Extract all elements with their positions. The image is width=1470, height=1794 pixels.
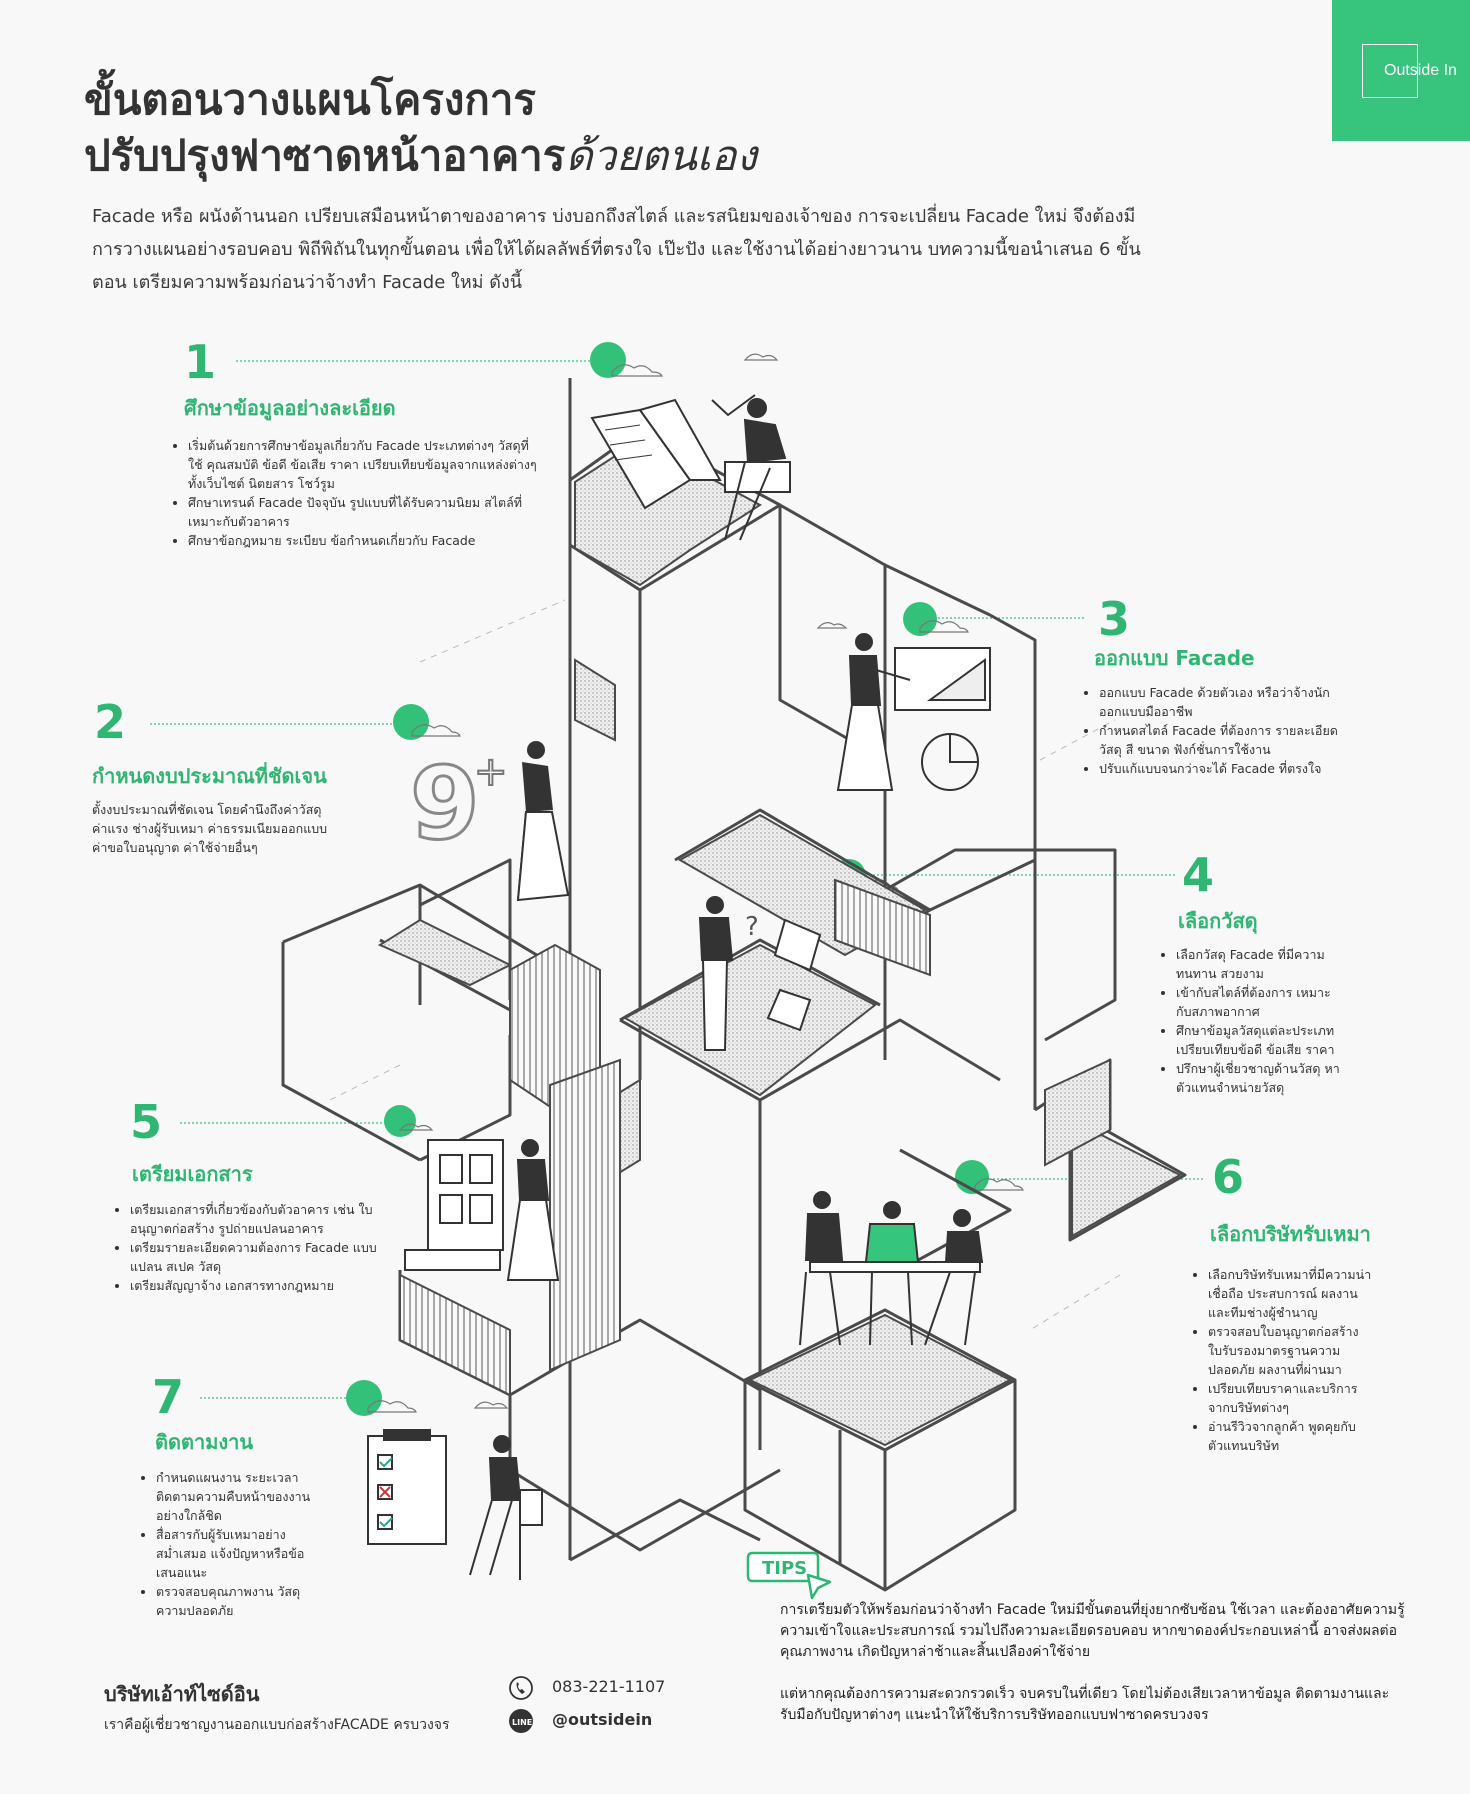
company-name: บริษัทเอ้าท์ไซด์อิน <box>104 1682 260 1706</box>
step-6-title: เลือกบริษัทรับเหมา <box>1210 1222 1371 1246</box>
step-7-bullet: ตรวจสอบคุณภาพงาน วัสดุ ความปลอดภัย <box>156 1582 316 1620</box>
step-3-bullet: ปรับแก้แบบจนกว่าจะได้ Facade ที่ตรงใจ <box>1099 759 1349 778</box>
tips-label: TIPS <box>762 1558 807 1579</box>
step-6-bullet: ตรวจสอบใบอนุญาตก่อสร้าง ใบรับรองมาตรฐานค… <box>1208 1322 1378 1379</box>
step-5-bullet: เตรียมเอกสารที่เกี่ยวข้องกับตัวอาคาร เช่… <box>130 1200 380 1238</box>
budget-number-glyph: 9 <box>410 745 480 862</box>
plus-sign-glyph: + <box>474 749 508 795</box>
tips-section: การเตรียมตัวให้พร้อมก่อนว่าจ้างทำ Facade… <box>780 1600 1420 1747</box>
step-4-bullet: เลือกวัสดุ Facade ที่มีความทนทาน สวยงาม <box>1176 945 1346 983</box>
step-3-bullet: กำหนดสไตล์ Facade ที่ต้องการ รายละเอียด … <box>1099 721 1349 759</box>
company-tagline: เราคือผู้เชี่ยวชาญงานออกแบบก่อสร้างFACAD… <box>104 1717 450 1733</box>
title-line-1: ขั้นตอนวางแผนโครงการ <box>84 75 536 124</box>
step-7-title: ติดตามงาน <box>155 1430 254 1454</box>
step-1-bullet: เริ่มต้นด้วยการศึกษาข้อมูลเกี่ยวกับ Faca… <box>188 436 538 493</box>
tips-paragraph-2: แต่หากคุณต้องการความสะดวกรวดเร็ว จบครบใน… <box>780 1686 1390 1723</box>
step-1-bullet: ศึกษาข้อกฎหมาย ระเบียบ ข้อกำหนดเกี่ยวกับ… <box>188 531 538 550</box>
step-4-bullet: ศึกษาข้อมูลวัสดุแต่ละประเภท เปรียบเทียบข… <box>1176 1021 1346 1059</box>
brand-logo-block[interactable]: Outside In <box>1332 0 1470 141</box>
presenter-illustration <box>836 633 991 791</box>
page-title: ขั้นตอนวางแผนโครงการ ปรับปรุงฟาซาดหน้าอา… <box>84 72 757 184</box>
step-4-bullet: เข้ากับสไตล์ที่ต้องการ เหมาะกับสภาพอากาศ <box>1176 983 1346 1021</box>
budget-illustration: 9 + <box>409 741 570 902</box>
step-3-bullets: ออกแบบ Facade ด้วยตัวเอง หรือว่าจ้างนักอ… <box>1083 683 1349 778</box>
step-1-bullets: เริ่มต้นด้วยการศึกษาข้อมูลเกี่ยวกับ Faca… <box>172 436 538 550</box>
step-7-bullet: สื่อสารกับผู้รับเหมาอย่างสม่ำเสมอ แจ้งปั… <box>156 1525 316 1582</box>
step-6-bullets: เลือกบริษัทรับเหมาที่มีความน่าเชื่อถือ ป… <box>1192 1265 1378 1455</box>
step-5-bullet: เตรียมรายละเอียดความต้องการ Facade แบบแป… <box>130 1238 380 1276</box>
step-4-bullet: ปรึกษาผู้เชี่ยวชาญด้านวัสดุ หาตัวแทนจำหน… <box>1176 1059 1346 1097</box>
title-line-2: ปรับปรุงฟาซาดหน้าอาคารด้วยตนเอง <box>84 128 757 184</box>
step-5-title: เตรียมเอกสาร <box>132 1162 253 1186</box>
brand-name: Outside In <box>1384 62 1457 79</box>
tips-badge: TIPS <box>746 1551 832 1600</box>
step-2-number: 2 <box>94 695 127 749</box>
step-1-bullet: ศึกษาเทรนด์ Facade ปัจจุบัน รูปแบบที่ได้… <box>188 493 538 531</box>
tips-paragraph-1: การเตรียมตัวให้พร้อมก่อนว่าจ้างทำ Facade… <box>780 1602 1405 1660</box>
question-mark-glyph: ? <box>745 912 759 942</box>
perspective-guides <box>329 599 1121 1331</box>
title-line-2-bold: ปรับปรุงฟาซาดหน้าอาคาร <box>84 131 566 180</box>
documents-illustration <box>404 1139 560 1281</box>
phone-icon <box>509 1676 533 1700</box>
step-5-bullet: เตรียมสัญญาจ้าง เอกสารทางกฎหมาย <box>130 1276 380 1295</box>
checklist-illustration <box>367 1429 543 1580</box>
step-6-bullet: เลือกบริษัทรับเหมาที่มีความน่าเชื่อถือ ป… <box>1208 1265 1378 1322</box>
intro-paragraph: Facade หรือ ผนังด้านนอก เปรียบเสมือนหน้า… <box>92 206 1141 293</box>
step-5-bullets: เตรียมเอกสารที่เกี่ยวข้องกับตัวอาคาร เช่… <box>114 1200 380 1295</box>
line-id[interactable]: @outsidein <box>552 1710 653 1729</box>
step-6-bullet: เปรียบเทียบราคาและบริการจากบริษัทต่างๆ <box>1208 1379 1378 1417</box>
step-2-title: กำหนดงบประมาณที่ชัดเจน <box>92 764 327 788</box>
step-3-title: ออกแบบ Facade <box>1094 646 1255 670</box>
step-1-number: 1 <box>184 335 217 389</box>
team-meeting-illustration <box>799 1191 984 1346</box>
step-6-bullet: อ่านรีวิวจากลูกค้า พูดคุยกับตัวแทนบริษัท <box>1208 1417 1378 1455</box>
step-3-bullet: ออกแบบ Facade ด้วยตัวเอง หรือว่าจ้างนักอ… <box>1099 683 1349 721</box>
step-6-number: 6 <box>1212 1150 1245 1204</box>
step-3-number: 3 <box>1098 592 1131 646</box>
step-7-bullet: กำหนดแผนงาน ระยะเวลา ติดตามความคืบหน้าขอ… <box>156 1468 316 1525</box>
brand-logo-frame <box>1362 44 1418 98</box>
title-line-2-italic: ด้วยตนเอง <box>565 131 757 180</box>
step-5-number: 5 <box>130 1095 163 1149</box>
step-4-bullets: เลือกวัสดุ Facade ที่มีความทนทาน สวยงาม … <box>1160 945 1346 1097</box>
line-app-icon-label: LINE <box>512 1718 532 1727</box>
step-7-bullets: กำหนดแผนงาน ระยะเวลา ติดตามความคืบหน้าขอ… <box>140 1468 316 1620</box>
step-2-text: ตั้งงบประมาณที่ชัดเจน โดยคำนึงถึงค่าวัสด… <box>92 802 328 855</box>
step-4-title: เลือกวัสดุ <box>1178 909 1258 933</box>
reading-person-illustration <box>590 394 791 541</box>
puzzle-person-illustration: ? <box>698 896 822 1051</box>
phone-number[interactable]: 083-221-1107 <box>552 1677 666 1696</box>
step-4-number: 4 <box>1182 848 1215 902</box>
step-1-title: ศึกษาข้อมูลอย่างละเอียด <box>184 396 396 420</box>
line-app-icon: LINE <box>509 1709 533 1733</box>
striped-walls <box>399 878 931 1397</box>
step-7-number: 7 <box>152 1370 185 1424</box>
